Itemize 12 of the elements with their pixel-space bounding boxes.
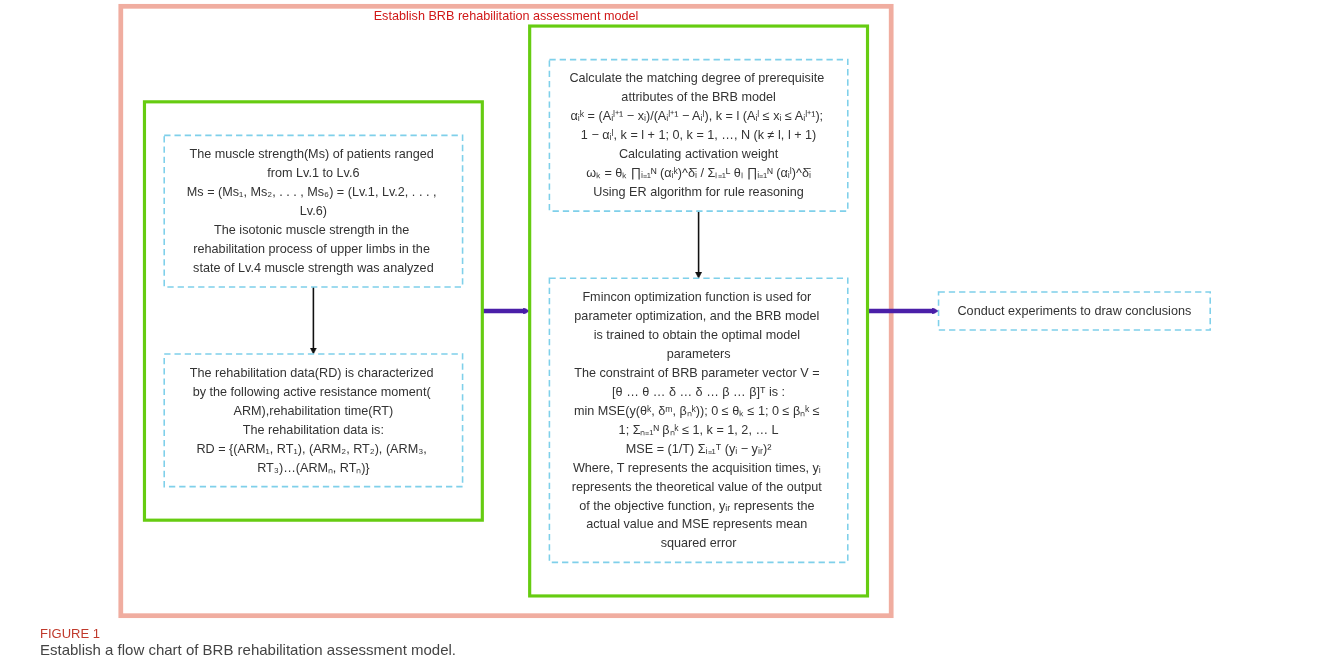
node-box: Calculate the matching degree of prerequisite attributes of the BRB model αᵢᵏ = (Aᵢˡ⁺¹ − xᵢ)/(Aᵢˡ⁺¹ − Aᵢˡ), k = l (Aᵢˡ ≤ xᵢ ≤ Aᵢˡ⁺¹); 1 − αᵢˡ, k = l + 1; 0, k = 1, …, N (k ≠ l, l + 1) Calculating activation weight ωₖ = θₖ ∏ᵢ₌₁ᴺ (αᵢᵏ)^δ̄ᵢ / Σₗ₌₁ᴸ θₗ ∏ᵢ₌₁ᴺ (αᵢˡ)^δ̄ᵢ Using ER algorithm for rule reasoning (548, 58, 849, 212)
node-box: The muscle strength(Ms) of patients ranged from Lv.1 to Lv.6 Ms = (Ms₁, Ms₂, . . . , Ms₆) = (Lv.1, Lv.2, . . . , Lv.6) The isotonic muscle strength in the rehabilitation process of upper limbs in the state of Lv.4 muscle strength was analyzed (163, 134, 464, 288)
arrow (482, 307, 530, 315)
figure-caption: Establish a flow chart of BRB rehabilitation assessment model. (40, 641, 458, 658)
arrow (695, 210, 703, 279)
arrow (309, 286, 317, 355)
figure-number: FIGURE 1 (40, 626, 101, 641)
cluster (528, 24, 870, 598)
node-box: The rehabilitation data(RD) is characterized by the following active resistance moment( ARM),rehabilitation time(RT) The rehabilitation data is: RD = {(ARM₁, RT₁), (ARM₂, RT₂), (ARM₃, RT₃)…(ARMₙ, RTₙ)} (163, 353, 464, 488)
node-box: Fmincon optimization function is used for parameter optimization, and the BRB model is trained to obtain the optimal model parameters The constraint of BRB parameter vector V = [θ … θ … δ … δ … β … β]ᵀ is : min MSE(y(θᵏ, δᵐ, βₙᵏ)); 0 ≤ θₖ ≤ 1; 0 ≤ βₙᵏ ≤ 1; Σₙ₌₁ᴺ βₙᵏ ≤ 1, k = 1, 2, … L MSE = (1/T) Σᵢ₌₁ᵀ (yᵢ − yᵢᵣ)² Where, T represents the acquisition times, yᵢ represents the theoretical value of the output of the objective function, yᵢᵣ represents the actual value and MSE represents mean squared error (548, 277, 849, 564)
node-box: Conduct experiments to draw conclusions (937, 291, 1211, 331)
cluster (142, 100, 484, 522)
